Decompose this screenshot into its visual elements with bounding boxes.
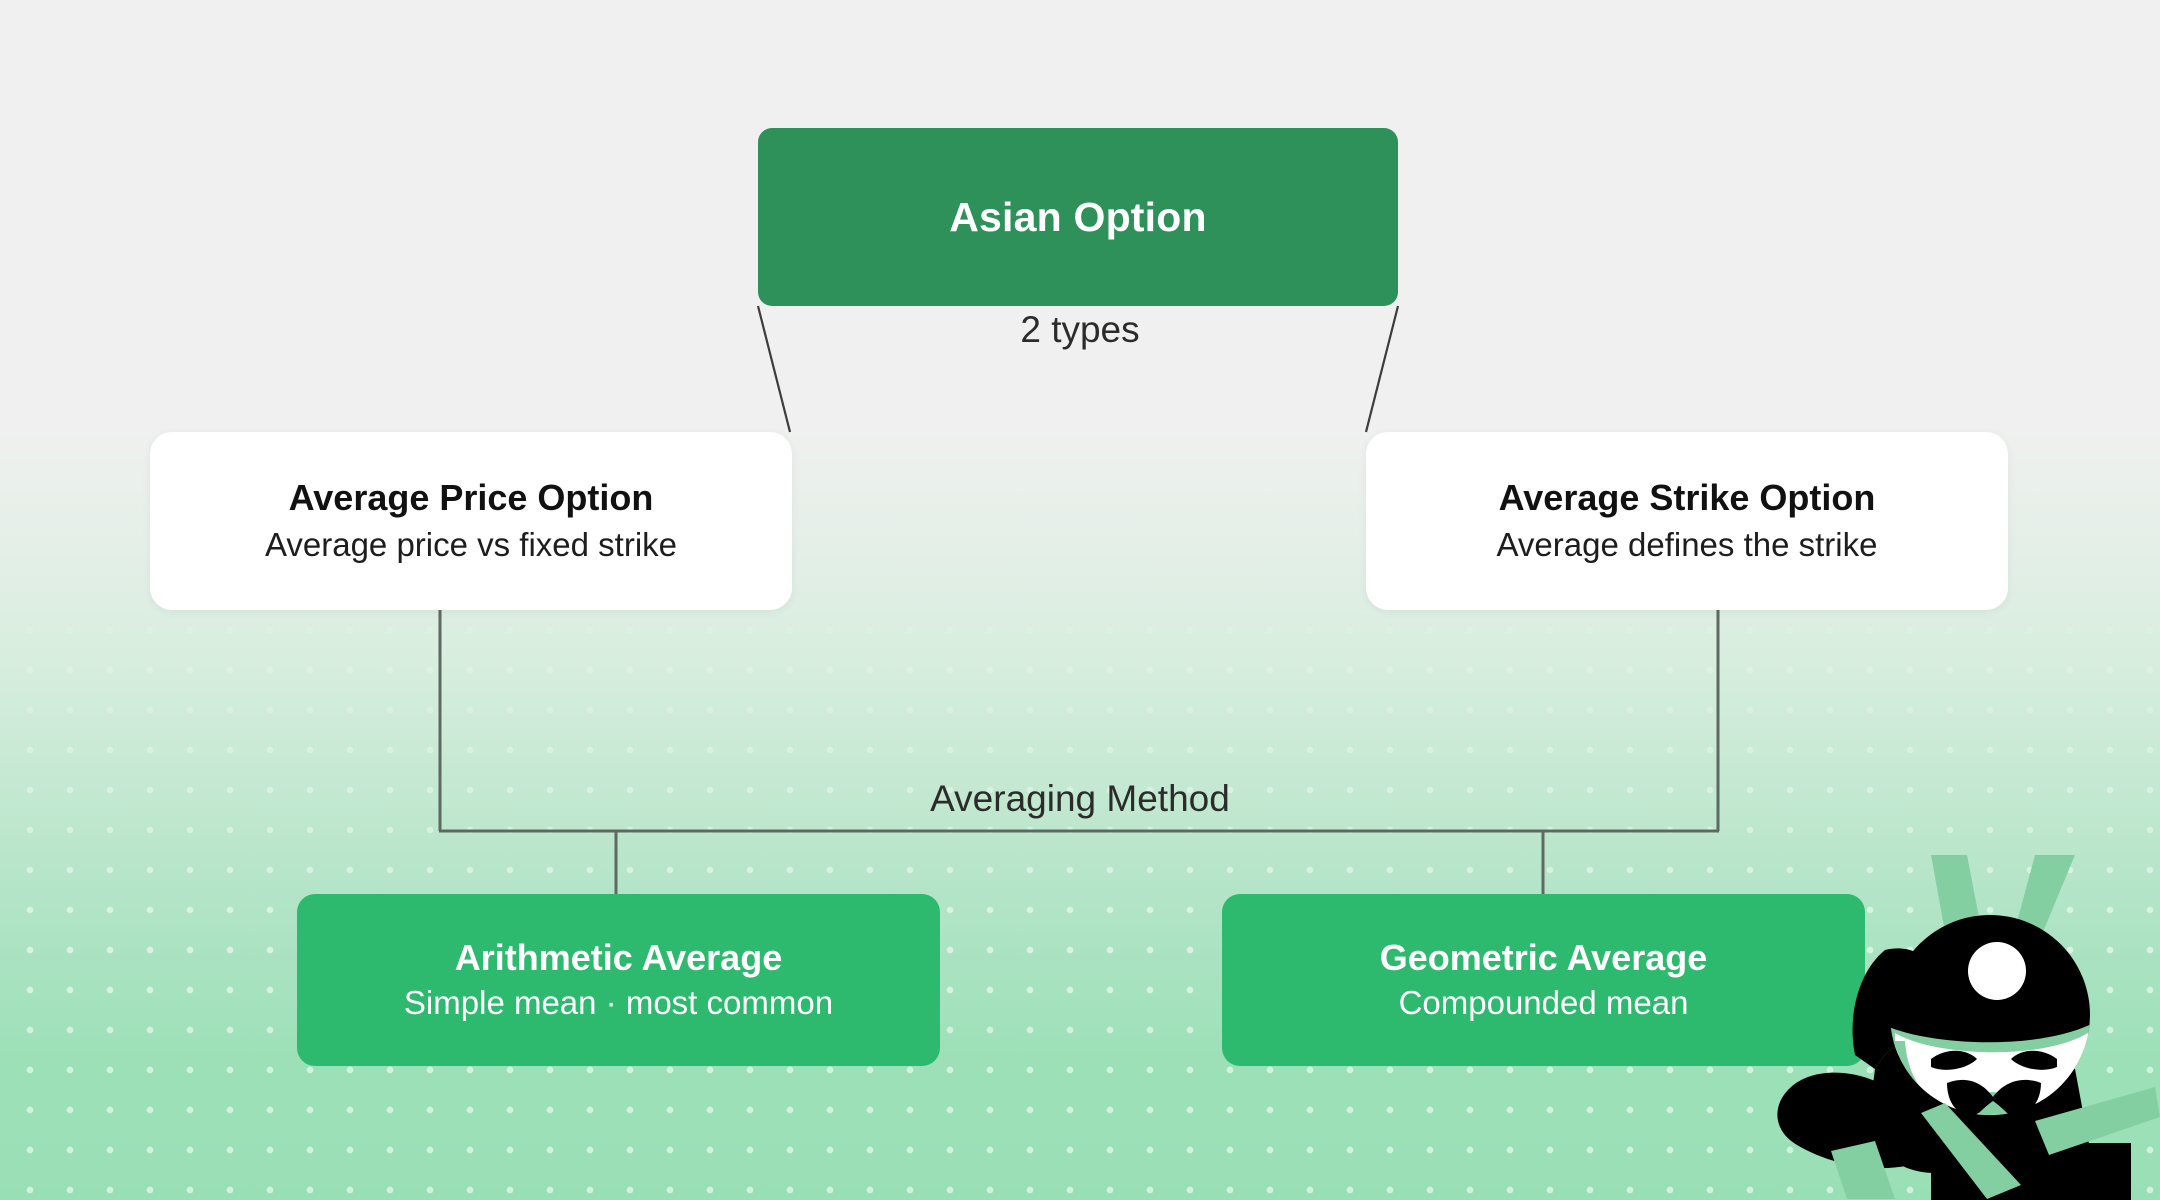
node-asian-option[interactable]: Asian Option	[758, 128, 1398, 306]
node-title: Average Price Option	[288, 476, 654, 518]
helmet-horns	[1931, 855, 2075, 1005]
node-average-price-option[interactable]: Average Price Option Average price vs fi…	[150, 432, 792, 610]
helmet-dome	[1890, 915, 2090, 1115]
chin-strap	[1893, 1041, 2090, 1115]
node-subtitle: Average price vs fixed strike	[264, 526, 678, 564]
node-title: Geometric Average	[1379, 936, 1708, 978]
node-subtitle: Compounded mean	[1398, 984, 1689, 1022]
node-title: Average Strike Option	[1498, 476, 1876, 518]
mascot-eyes	[1931, 1050, 2057, 1070]
helmet-crest-medallion	[1968, 942, 2026, 1000]
mascot-mustache	[1947, 1079, 2041, 1116]
node-subtitle: Average defines the strike	[1496, 526, 1878, 564]
node-geometric-average[interactable]: Geometric Average Compounded mean	[1222, 894, 1865, 1066]
mascot-sash	[1831, 1087, 2160, 1199]
edge-label-2-types: 2 types	[1020, 309, 1140, 350]
node-title: Asian Option	[949, 193, 1207, 240]
node-title: Arithmetic Average	[454, 936, 783, 978]
edge-label-averaging-method: Averaging Method	[930, 778, 1230, 819]
node-subtitle: Simple mean · most common	[403, 984, 834, 1022]
helmet-brim	[1890, 1015, 2090, 1069]
dot-pattern-background	[0, 560, 2160, 1200]
node-arithmetic-average[interactable]: Arithmetic Average Simple mean · most co…	[297, 894, 940, 1066]
mascot-face	[1895, 1031, 2090, 1115]
node-average-strike-option[interactable]: Average Strike Option Average defines th…	[1366, 432, 2008, 610]
